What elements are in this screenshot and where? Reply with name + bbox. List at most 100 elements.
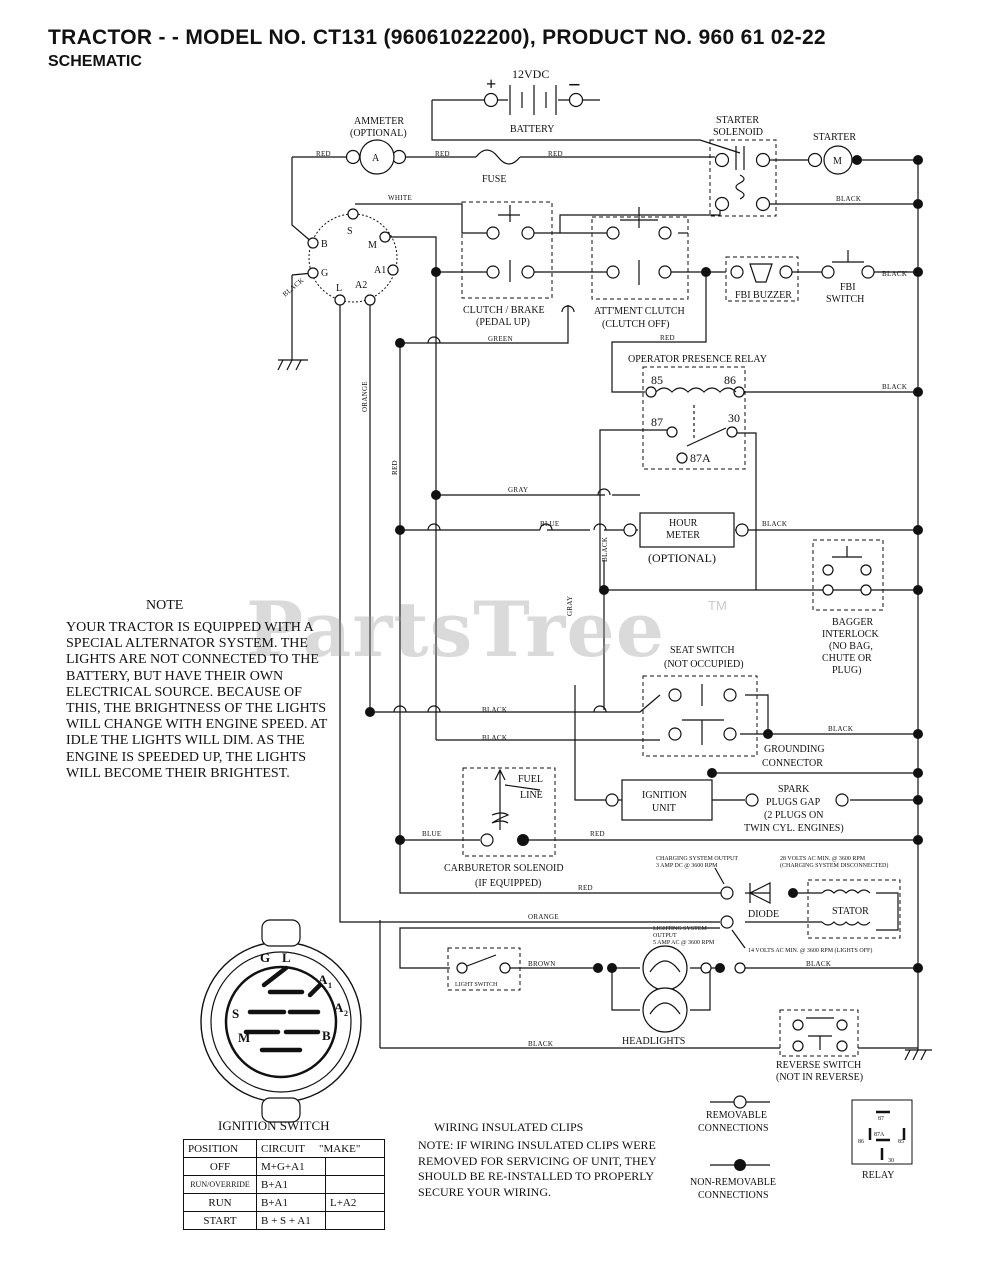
junction-dots — [365, 155, 923, 973]
clutch-brake-sub: (PEDAL UP) — [476, 317, 530, 328]
reverse-switch-label: REVERSE SWITCH — [776, 1060, 861, 1071]
ignition-switch-label: IGNITION SWITCH — [218, 1118, 330, 1133]
relay-symbol-label: RELAY — [862, 1170, 894, 1181]
lighting-output-label: LIGHTING SYSTEM — [653, 926, 707, 932]
table-cell: START — [183, 1211, 257, 1230]
hour-meter-label-2: METER — [666, 530, 700, 541]
table-cell: OFF — [183, 1157, 257, 1176]
table-cell: M+G+A1 — [256, 1157, 326, 1176]
wire-orange-1: ORANGE — [361, 381, 369, 412]
clutch-brake-label: CLUTCH / BRAKE — [463, 305, 545, 316]
spark-label-2: PLUGS GAP — [766, 797, 821, 808]
fbi-buzzer: FBI BUZZER — [725, 256, 799, 302]
relay-symbol-87a: 87A — [874, 1132, 885, 1138]
table-row: START B + S + A1 — [183, 1211, 385, 1230]
table-cell: B + S + A1 — [256, 1211, 326, 1230]
stator: STATOR — [807, 879, 901, 939]
face-m: M — [238, 1030, 250, 1045]
lighting-output: LIGHTING SYSTEM OUTPUT 5 AMP AC @ 3600 R… — [653, 915, 872, 954]
wire-red-3: RED — [548, 150, 563, 158]
wire-black-8: BLACK — [482, 734, 507, 742]
table-row: RUN/OVERRIDE B+A1 — [183, 1175, 385, 1194]
page-subtitle: SCHEMATIC — [48, 53, 142, 70]
face-g: G — [260, 950, 270, 965]
legend-removable: REMOVABLE — [706, 1110, 767, 1121]
watermark-tm: TM — [708, 598, 727, 613]
wire-black-9: BLACK — [828, 725, 853, 733]
reverse-switch: REVERSE SWITCH (NOT IN REVERSE) — [776, 1009, 863, 1083]
stator-label: STATOR — [832, 906, 869, 917]
fuel-line-label: FUEL — [518, 774, 543, 785]
bagger-label-1: BAGGER — [832, 617, 873, 628]
table-cell: RUN/OVERRIDE — [183, 1175, 257, 1194]
legend-nonremovable: NON-REMOVABLE — [690, 1177, 776, 1188]
bagger-label-3: (NO BAG, — [829, 641, 873, 652]
terminal-a2: A2 — [355, 280, 367, 291]
wire-red-6: RED — [590, 830, 605, 838]
ignition-unit-label: IGNITION — [642, 790, 687, 801]
fuel-line-label-2: LINE — [520, 790, 543, 801]
clips-title: WIRING INSULATED CLIPS — [434, 1120, 584, 1134]
operator-presence-relay: OPERATOR PRESENCE RELAY 85 86 87 30 87A — [628, 354, 767, 470]
wire-black-11: BLACK — [528, 1040, 553, 1048]
watermark: PartsTree — [246, 585, 666, 674]
battery-plus: + — [486, 74, 496, 94]
table-cell: B+A1 — [256, 1175, 326, 1194]
ammeter: A AMMETER (OPTIONAL) — [345, 116, 407, 175]
legend: REMOVABLE CONNECTIONS NON-REMOVABLE CONN… — [690, 1095, 776, 1201]
table-row: RUN B+A1 L+A2 — [183, 1193, 385, 1212]
wire-black-1: BLACK — [836, 195, 861, 203]
relay-symbol: 87 87A 86 85 30 RELAY — [851, 1099, 913, 1181]
wire-black-7: BLACK — [482, 706, 507, 714]
seat-switch-sub: (NOT OCCUPIED) — [664, 659, 744, 670]
ammeter-label: AMMETER — [354, 116, 404, 127]
charging-output-label: CHARGING SYSTEM OUTPUT — [656, 856, 738, 862]
wire-black-3: BLACK — [281, 276, 305, 298]
wire-green: GREEN — [488, 335, 513, 343]
wire-orange-2: ORANGE — [528, 913, 559, 921]
relay-pin-87: 87 — [651, 415, 663, 429]
terminal-g: G — [321, 268, 328, 279]
attachment-clutch-label: ATT'MENT CLUTCH — [594, 306, 685, 317]
table-cell — [325, 1211, 385, 1230]
table-header-row: POSITION CIRCUIT"MAKE" — [183, 1139, 385, 1158]
face-a2-sub: 2 — [344, 1009, 348, 1018]
wire-black-6: BLACK — [601, 537, 609, 562]
attachment-clutch-sub: (CLUTCH OFF) — [602, 319, 670, 330]
wire-blue-1: BLUE — [540, 520, 559, 528]
fuse-label: FUSE — [482, 174, 506, 185]
relay-pin-86: 86 — [724, 373, 736, 387]
diode-label: DIODE — [748, 909, 779, 920]
legend-removable-2: CONNECTIONS — [698, 1123, 769, 1134]
wire-brown: BROWN — [528, 960, 556, 968]
face-b: B — [322, 1028, 331, 1043]
starter-symbol: M — [833, 156, 842, 167]
battery-label: BATTERY — [510, 124, 554, 135]
wire-gray-2: GRAY — [566, 596, 574, 616]
starter-solenoid: STARTER SOLENOID — [709, 115, 777, 217]
terminal-l: L — [336, 283, 342, 294]
headlights: HEADLIGHTS — [593, 945, 746, 1047]
wire-white: WHITE — [388, 194, 412, 202]
table-header: POSITION — [183, 1139, 257, 1158]
note-title: NOTE — [146, 598, 184, 613]
battery-voltage: 12VDC — [512, 67, 549, 81]
ignition-switch-table: POSITION CIRCUIT"MAKE" OFF M+G+A1 RUN/OV… — [183, 1139, 385, 1230]
starter-solenoid-label-2: SOLENOID — [713, 127, 763, 138]
spark-label-3: (2 PLUGS ON — [764, 810, 823, 821]
wire-black-10: BLACK — [806, 960, 831, 968]
spark-plugs: SPARK PLUGS GAP (2 PLUGS ON TWIN CYL. EN… — [744, 784, 849, 834]
wire-gray-1: GRAY — [508, 486, 528, 494]
table-row: OFF M+G+A1 — [183, 1157, 385, 1176]
fbi-buzzer-label: FBI BUZZER — [735, 290, 792, 301]
grounding-connector: GROUNDING CONNECTOR — [762, 729, 825, 769]
wire-black-4: BLACK — [882, 383, 907, 391]
seat-switch: SEAT SWITCH (NOT OCCUPIED) — [642, 645, 758, 757]
legend-nonremovable-2: CONNECTIONS — [698, 1190, 769, 1201]
wire-black-5: BLACK — [762, 520, 787, 528]
relay-label: OPERATOR PRESENCE RELAY — [628, 354, 767, 365]
table-cell — [325, 1175, 385, 1194]
battery: 12VDC + − BATTERY — [483, 67, 584, 135]
face-a1-sub: 1 — [328, 981, 332, 990]
